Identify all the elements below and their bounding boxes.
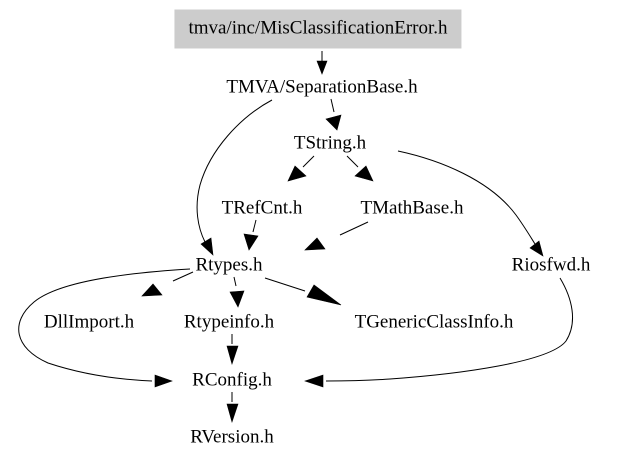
node-rconfig[interactable]: RConfig.h [192,369,272,391]
node-tstring[interactable]: TString.h [293,132,367,154]
edge-tstring-to-trefcnt [287,155,315,182]
edge-rtypes-to-rtypeinfo [229,276,245,308]
node-tmathbase[interactable]: TMathBase.h [360,197,464,219]
node-rversion[interactable]: RVersion.h [190,426,274,448]
edge-separationbase-to-rtypes [196,99,273,256]
node-trefcnt[interactable]: TRefCnt.h [221,197,303,219]
edge-rtypeinfo-to-rconfig [226,334,239,366]
edge-riosfwd-to-rconfig [304,277,573,388]
edge-rconfig-to-rversion [226,392,239,424]
node-misclassificationerror[interactable]: tmva/inc/MisClassificationError.h [174,9,462,49]
edge-rtypes-to-rconfig [18,268,191,388]
edge-trefcnt-to-rtypes [243,219,259,251]
node-rtypes[interactable]: Rtypes.h [195,254,263,276]
edge-separationbase-to-tstring [325,98,342,131]
node-separationbase[interactable]: TMVA/SeparationBase.h [226,76,418,98]
node-rtypeinfo[interactable]: Rtypeinfo.h [183,311,275,333]
edge-rtypes-to-dllimport [141,271,194,297]
edge-tmathbase-to-rtypes [304,221,369,251]
edge-tstring-to-riosfwd [397,150,544,257]
edge-tstring-to-tmathbase [346,155,374,182]
node-tgenericclassinfo[interactable]: TGenericClassInfo.h [354,311,514,333]
node-riosfwd[interactable]: Riosfwd.h [511,254,591,276]
edge-rtypes-to-tgenericclassinfo [264,277,342,306]
node-dllimport[interactable]: DllImport.h [43,311,135,333]
edge-misclassificationerror-to-separationbase [316,51,328,75]
